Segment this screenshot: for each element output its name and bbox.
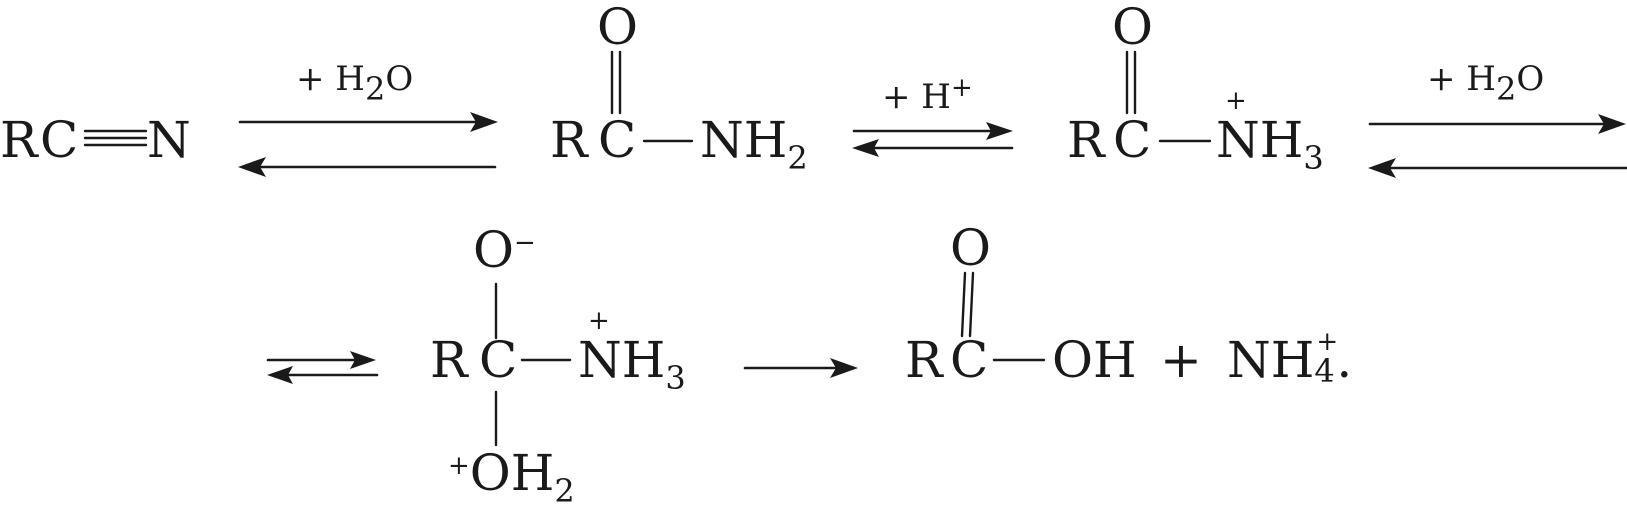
intermediate-c: C bbox=[479, 331, 518, 389]
nitrile-c: C bbox=[40, 111, 79, 169]
product-plus: + bbox=[1160, 331, 1202, 389]
intermediate-oh2: +OH2 bbox=[448, 444, 575, 510]
intermediate-n-charge: + bbox=[588, 306, 610, 336]
protonated-amide-r: R bbox=[1067, 111, 1105, 169]
acid-c: C bbox=[950, 331, 989, 389]
equilibrium-arrow-2 bbox=[852, 122, 1014, 157]
step3-reagent: + H2O bbox=[1427, 59, 1545, 108]
protonated-amide-c: C bbox=[1113, 111, 1152, 169]
nitrile-r: R bbox=[0, 111, 38, 169]
ammonium-ion: NH+4. bbox=[1227, 327, 1353, 390]
step2-reagent: + H+ bbox=[882, 73, 973, 117]
forward-arrow bbox=[743, 358, 858, 378]
step1-reagent: + H2O bbox=[296, 59, 414, 108]
intermediate-o-top: O− bbox=[473, 221, 536, 279]
equilibrium-arrow-4 bbox=[266, 351, 379, 384]
acid-o: O bbox=[950, 219, 991, 277]
acid-oh: OH bbox=[1052, 331, 1137, 389]
nitrile-n: N bbox=[147, 111, 191, 169]
acid-co-bond-1 bbox=[960, 271, 967, 338]
intermediate-nh3: NH3 bbox=[578, 331, 686, 397]
protonated-amide-o: O bbox=[1112, 0, 1153, 56]
amide-c: C bbox=[598, 111, 637, 169]
acid-co-bond-2 bbox=[968, 271, 975, 338]
amide-nh2: NH2 bbox=[700, 111, 808, 177]
amide-r: R bbox=[550, 111, 588, 169]
intermediate-r: R bbox=[430, 331, 468, 389]
amide-o: O bbox=[597, 0, 638, 56]
protonated-amide-charge: + bbox=[1225, 86, 1247, 116]
protonated-amide-nh3: NH3 bbox=[1216, 111, 1324, 177]
acid-r: R bbox=[905, 331, 943, 389]
equilibrium-arrow-3 bbox=[1368, 114, 1627, 178]
equilibrium-arrow-1 bbox=[238, 112, 498, 177]
